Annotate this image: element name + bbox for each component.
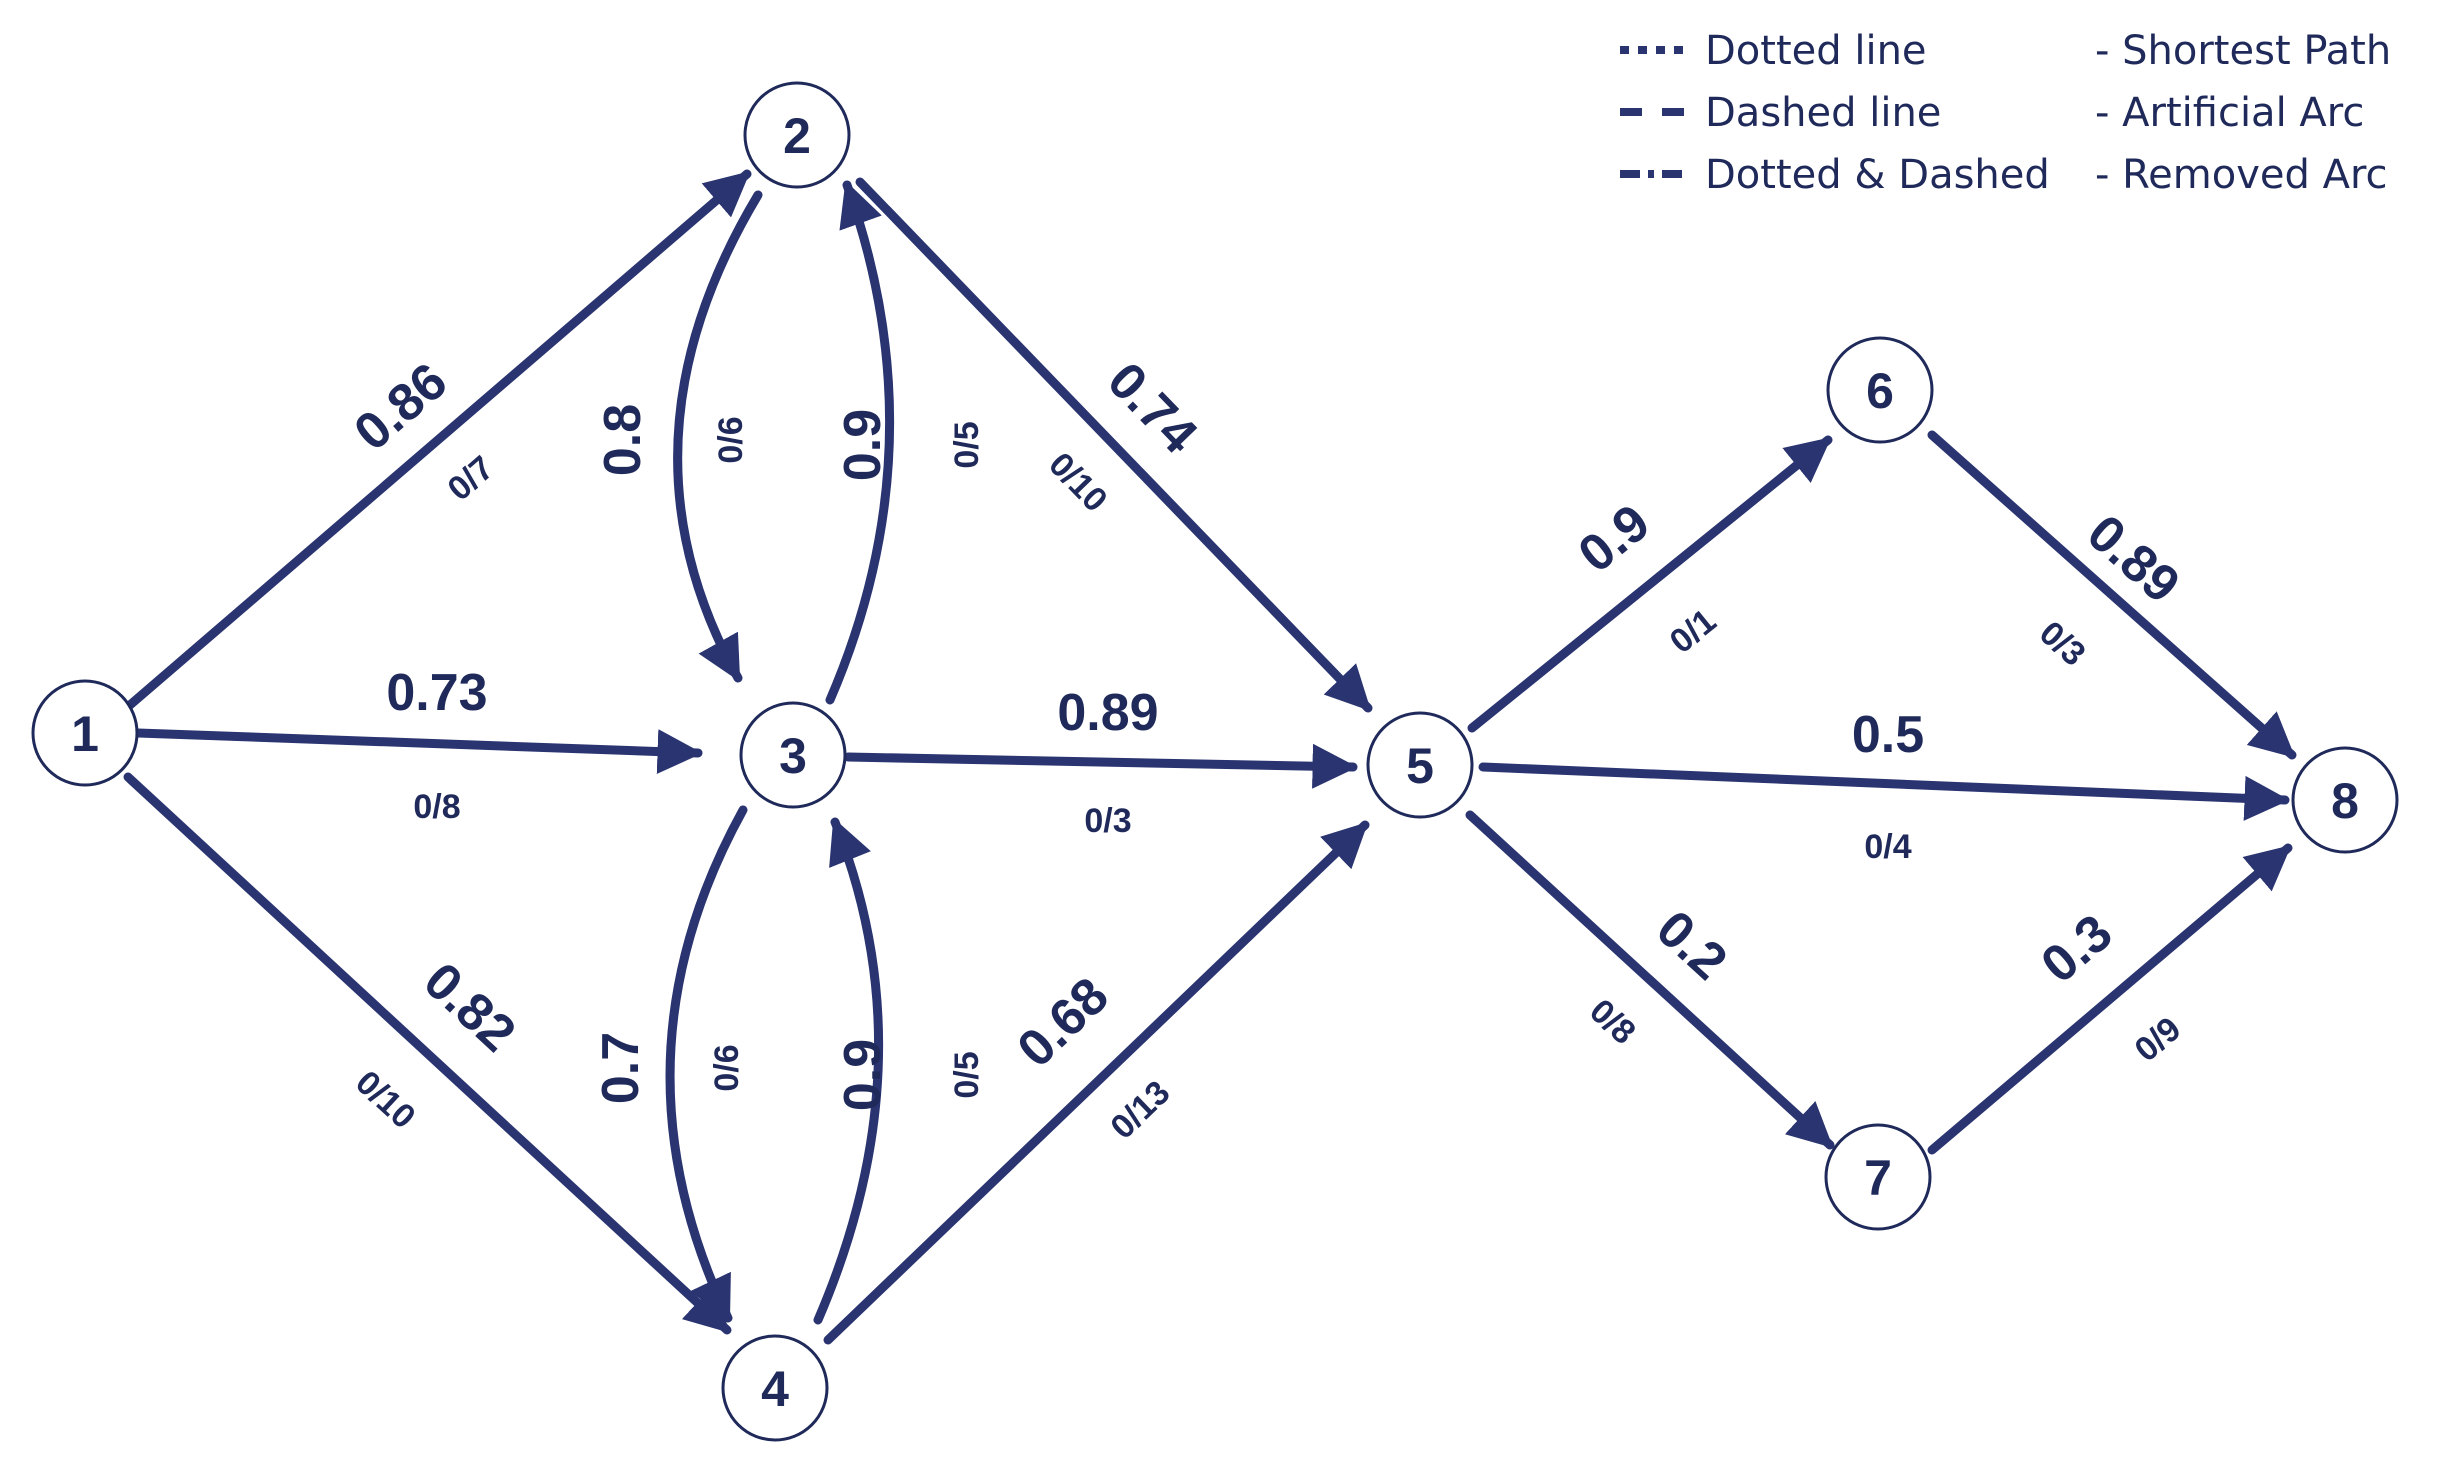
arcs: 0.86 0/7 0.73 0/8 0.82 0/10 0.8 0/6 0.9 … bbox=[123, 169, 2297, 1345]
arc-flow-label: 0/6 bbox=[708, 1044, 746, 1091]
node-label: 3 bbox=[779, 728, 807, 784]
legend-item-dotdash: Dotted & Dashed - Removed Arc bbox=[1620, 152, 2388, 198]
arc-line bbox=[1465, 810, 1835, 1150]
arc-line bbox=[665, 805, 748, 1323]
arc-line bbox=[673, 190, 763, 683]
arc-4-3: 0.9 0/5 bbox=[813, 817, 986, 1325]
node-circle bbox=[31, 679, 139, 787]
arc-weight-label: 0.68 bbox=[1007, 967, 1120, 1079]
node-circle bbox=[1826, 336, 1934, 444]
node-label: 6 bbox=[1866, 363, 1894, 419]
arc-line bbox=[125, 169, 752, 710]
arc-1-3: 0.73 0/8 bbox=[133, 664, 703, 826]
node-5: 5 bbox=[1366, 711, 1474, 819]
arc-weight-label: 0.82 bbox=[413, 952, 527, 1063]
node-1: 1 bbox=[31, 679, 139, 787]
legend-item-dashed: Dashed line - Artificial Arc bbox=[1620, 90, 2364, 136]
legend-meaning-label: - Shortest Path bbox=[2095, 28, 2391, 74]
arc-weight-label: 0.2 bbox=[1645, 900, 1737, 992]
node-label: 5 bbox=[1406, 738, 1434, 794]
arc-line bbox=[1467, 435, 1833, 733]
node-7: 7 bbox=[1824, 1123, 1932, 1231]
arc-line bbox=[825, 180, 895, 705]
node-circle bbox=[721, 1334, 829, 1442]
node-circle bbox=[1824, 1123, 1932, 1231]
arc-2-5: 0.74 0/10 bbox=[855, 177, 1373, 713]
node-label: 1 bbox=[71, 706, 99, 762]
legend: Dotted line - Shortest Path Dashed line … bbox=[1620, 28, 2391, 198]
arc-5-6: 0.9 0/1 bbox=[1467, 435, 1833, 733]
legend-meaning-label: - Artificial Arc bbox=[2095, 90, 2364, 136]
arc-weight-label: 0.89 bbox=[2076, 504, 2190, 615]
arc-2-3: 0.8 0/6 bbox=[594, 190, 763, 683]
arc-flow-label: 0/10 bbox=[1041, 445, 1114, 519]
arc-weight-label: 0.9 bbox=[834, 1039, 892, 1111]
arc-weight-label: 0.5 bbox=[1852, 706, 1924, 764]
node-label: 7 bbox=[1864, 1150, 1892, 1206]
arc-line bbox=[823, 820, 1370, 1345]
node-3: 3 bbox=[739, 701, 847, 809]
arc-5-8: 0.5 0/4 bbox=[1478, 706, 2290, 866]
arc-flow-label: 0/8 bbox=[413, 788, 460, 826]
arc-flow-label: 0/9 bbox=[2128, 1010, 2189, 1070]
legend-style-label: Dotted line bbox=[1705, 28, 1927, 74]
node-2: 2 bbox=[743, 81, 851, 189]
arc-flow-label: 0/4 bbox=[1864, 828, 1911, 866]
node-label: 4 bbox=[761, 1361, 789, 1417]
legend-style-label: Dotted & Dashed bbox=[1705, 152, 2050, 198]
arc-line bbox=[813, 817, 884, 1325]
node-label: 2 bbox=[783, 108, 811, 164]
node-8: 8 bbox=[2291, 746, 2399, 854]
arc-5-7: 0.2 0/8 bbox=[1465, 810, 1835, 1150]
node-label: 8 bbox=[2331, 773, 2359, 829]
arc-flow-label: 0/3 bbox=[1084, 802, 1131, 840]
node-4: 4 bbox=[721, 1334, 829, 1442]
arc-weight-label: 0.8 bbox=[594, 404, 652, 476]
arc-line bbox=[1478, 762, 2290, 821]
arc-flow-label: 0/7 bbox=[441, 449, 502, 509]
arc-flow-label: 0/6 bbox=[712, 416, 750, 463]
arc-line bbox=[855, 177, 1373, 713]
arc-flow-label: 0/5 bbox=[948, 421, 986, 468]
node-circle bbox=[739, 701, 847, 809]
arc-flow-label: 0/13 bbox=[1103, 1073, 1177, 1146]
arc-3-4: 0.7 0/6 bbox=[592, 805, 748, 1323]
arc-line bbox=[133, 728, 703, 775]
node-6: 6 bbox=[1826, 336, 1934, 444]
arc-flow-label: 0/10 bbox=[348, 1064, 422, 1137]
arc-weight-label: 0.7 bbox=[592, 1032, 650, 1104]
legend-item-dotted: Dotted line - Shortest Path bbox=[1620, 28, 2391, 74]
arc-line bbox=[1927, 430, 2297, 760]
node-circle bbox=[2291, 746, 2399, 854]
arc-weight-label: 0.3 bbox=[2031, 904, 2124, 995]
node-circle bbox=[1366, 711, 1474, 819]
arc-weight-label: 0.73 bbox=[386, 664, 487, 722]
arc-flow-label: 0/3 bbox=[2032, 614, 2093, 674]
arc-flow-label: 0/5 bbox=[948, 1051, 986, 1098]
arc-line bbox=[1927, 843, 2293, 1155]
legend-meaning-label: - Removed Arc bbox=[2095, 152, 2388, 198]
arc-weight-label: 0.86 bbox=[344, 352, 459, 462]
arc-flow-label: 0/1 bbox=[1663, 602, 1724, 661]
node-circle bbox=[743, 81, 851, 189]
arc-1-2: 0.86 0/7 bbox=[125, 169, 752, 710]
legend-style-label: Dashed line bbox=[1705, 90, 1941, 136]
arc-line bbox=[123, 772, 732, 1335]
arc-4-5: 0.68 0/13 bbox=[823, 820, 1370, 1345]
arc-6-8: 0.89 0/3 bbox=[1927, 430, 2297, 760]
arc-flow-label: 0/8 bbox=[1582, 992, 1643, 1052]
arc-7-8: 0.3 0/9 bbox=[1927, 843, 2293, 1155]
arc-weight-label: 0.9 bbox=[1568, 494, 1661, 585]
arc-line bbox=[843, 743, 1358, 789]
nodes: 1 2 3 4 5 6 7 8 bbox=[31, 81, 2399, 1442]
arc-3-5: 0.89 0/3 bbox=[843, 684, 1358, 840]
arc-3-2: 0.9 0/5 bbox=[825, 180, 986, 705]
arc-weight-label: 0.89 bbox=[1057, 684, 1158, 742]
arc-weight-label: 0.9 bbox=[834, 409, 892, 481]
